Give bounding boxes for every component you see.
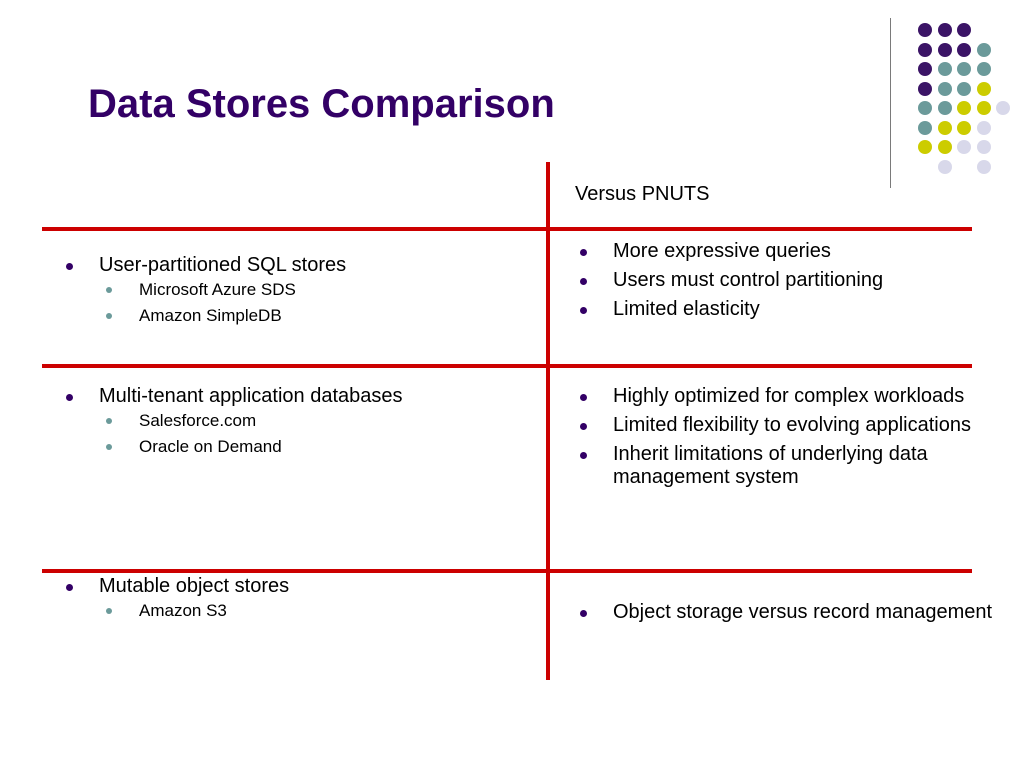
decorative-dot	[976, 140, 991, 154]
decorative-dot	[937, 120, 952, 135]
list-item: Limited flexibility to evolving applicat…	[580, 414, 1003, 437]
decorative-dot	[918, 101, 932, 115]
decorative-dot	[957, 42, 971, 57]
list-item: Mutable object stores	[66, 575, 529, 598]
decorative-dot	[976, 101, 991, 115]
list-subitem: Microsoft Azure SDS	[106, 277, 529, 303]
column-header: Versus PNUTS	[575, 183, 710, 205]
decorative-dot	[957, 140, 971, 154]
table-horizontal-line-3	[42, 569, 972, 573]
row-1-right: More expressive queries Users must contr…	[580, 240, 1003, 327]
decorative-dot	[918, 42, 932, 57]
list-subitem: Amazon SimpleDB	[106, 303, 529, 329]
list-subitem: Salesforce.com	[106, 408, 529, 434]
decorative-dot	[976, 62, 991, 76]
table-vertical-line	[546, 162, 550, 680]
decorative-dot	[937, 140, 952, 154]
table-horizontal-line-2	[42, 364, 972, 368]
decorative-dot	[937, 62, 952, 76]
decorative-dot	[996, 101, 1010, 115]
decorative-dot	[957, 81, 971, 96]
divider-line	[890, 18, 891, 188]
decorative-dot	[976, 120, 991, 135]
decorative-dot	[937, 42, 952, 57]
decorative-dot	[937, 81, 952, 96]
decorative-dot	[918, 140, 932, 154]
decorative-dot	[957, 101, 971, 115]
table-horizontal-line-1	[42, 227, 972, 231]
page-title: Data Stores Comparison	[88, 82, 555, 126]
list-subitem: Amazon S3	[106, 598, 529, 624]
decorative-dot	[918, 23, 932, 37]
list-item: Highly optimized for complex workloads	[580, 385, 1003, 408]
decorative-dot	[937, 23, 952, 37]
decorative-dot	[937, 159, 952, 174]
list-item: Multi-tenant application databases	[66, 385, 529, 408]
list-item: Object storage versus record management	[580, 601, 1003, 624]
decorative-dot	[976, 42, 991, 57]
decorative-dot	[918, 120, 932, 135]
decorative-dot	[937, 101, 952, 115]
row-2-left: Multi-tenant application databases Sales…	[66, 385, 529, 460]
decorative-dot	[957, 120, 971, 135]
list-item: Inherit limitations of underlying data m…	[580, 443, 1003, 489]
row-2-right: Highly optimized for complex workloads L…	[580, 385, 1003, 495]
list-item: More expressive queries	[580, 240, 1003, 263]
decorative-dot	[957, 23, 971, 37]
decorative-dot	[957, 62, 971, 76]
row-3-right: Object storage versus record management	[580, 601, 1003, 630]
decorative-dot	[976, 81, 991, 96]
list-item: Limited elasticity	[580, 298, 1003, 321]
row-1-left: User-partitioned SQL stores Microsoft Az…	[66, 254, 529, 329]
decorative-dot	[976, 159, 991, 174]
list-subitem: Oracle on Demand	[106, 434, 529, 460]
decorative-dot	[918, 62, 932, 76]
decorative-dot-grid	[0, 0, 1024, 200]
list-item: User-partitioned SQL stores	[66, 254, 529, 277]
list-item: Users must control partitioning	[580, 269, 1003, 292]
decorative-dot	[918, 81, 932, 96]
row-3-left: Mutable object stores Amazon S3	[66, 575, 529, 624]
